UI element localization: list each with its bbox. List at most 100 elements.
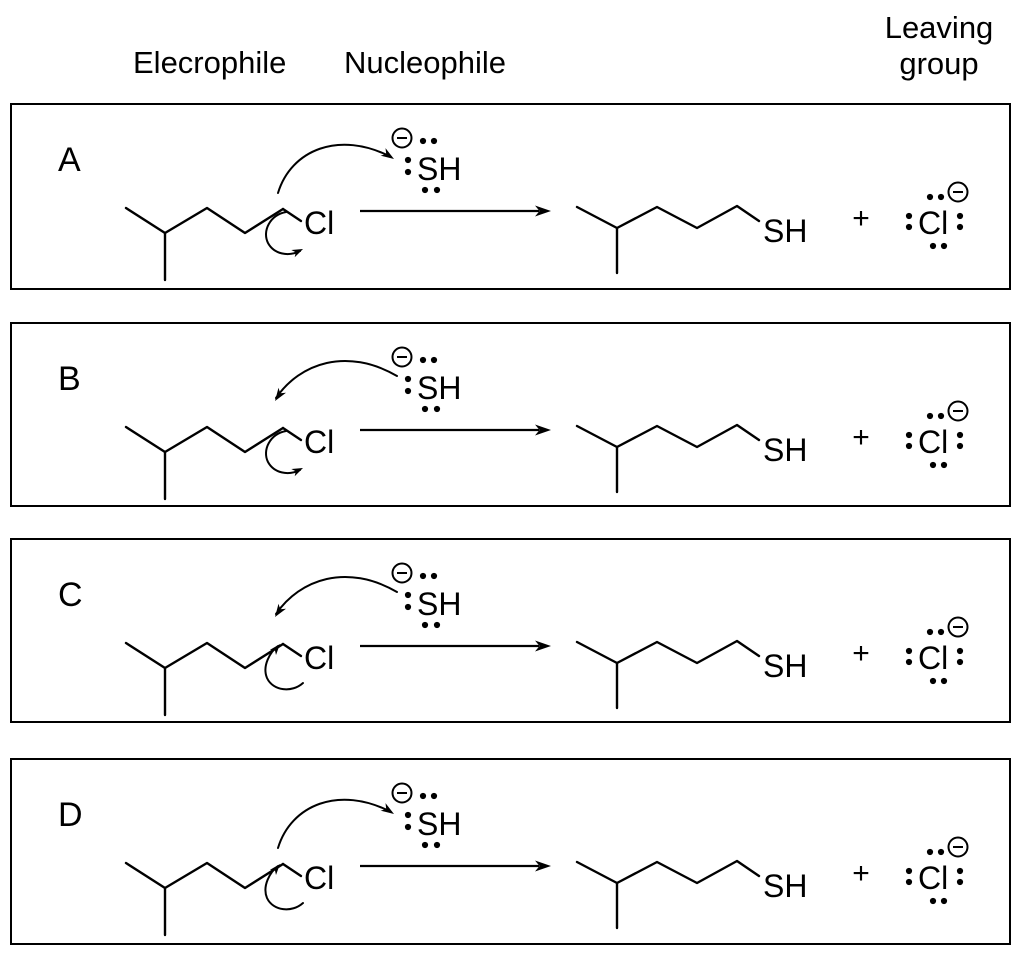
curved-arrow-nucleophile-head <box>275 603 286 617</box>
curved-arrow-nucleophile <box>277 143 392 194</box>
chloride-left-lone-pair <box>905 223 913 231</box>
chloride-right-lone-pair <box>956 431 964 439</box>
plus-sign: + <box>852 857 870 890</box>
curved-arrow-bond-head <box>291 468 303 477</box>
chloride-bottom-lone-pair <box>940 242 948 250</box>
carbon-chlorine-bond <box>281 862 303 878</box>
product-chain <box>575 423 761 449</box>
curved-arrow-bond-head <box>291 249 303 258</box>
chloride-left-lone-pair <box>905 442 913 450</box>
column-header-leaving-group: Leaving group <box>884 10 994 81</box>
chloride-right-lone-pair <box>956 878 964 886</box>
minus-charge-icon <box>391 782 413 804</box>
curved-arrow-nucleophile-head <box>380 803 394 814</box>
chloride-top-lone-pair <box>926 628 934 636</box>
minus-charge-icon <box>391 127 413 149</box>
answer-option-a[interactable]: A Cl SH SH + Cl <box>10 103 1011 290</box>
sulfur-top-lone-pair <box>419 792 427 800</box>
curved-arrow-nucleophile <box>277 798 392 849</box>
chlorine-label: Cl <box>304 640 334 676</box>
chloride-left-lone-pair <box>905 878 913 886</box>
electrophile-chain <box>124 641 285 670</box>
product-thiol-label: SH <box>763 648 807 684</box>
curved-arrow-bond <box>264 865 304 911</box>
curved-arrow-bond <box>264 645 304 691</box>
option-letter: D <box>58 796 83 834</box>
plus-sign: + <box>852 421 870 454</box>
option-letter: A <box>58 141 81 179</box>
chloride-left-lone-pair <box>905 431 913 439</box>
sulfur-left-lone-pair <box>404 603 412 611</box>
reaction-arrow-head <box>535 860 551 872</box>
chloride-label: Cl <box>918 640 948 676</box>
curved-arrow-nucleophile <box>275 360 398 399</box>
chloride-bottom-lone-pair <box>940 461 948 469</box>
column-header-electrophile: Elecrophile <box>133 45 287 80</box>
carbon-chlorine-bond <box>281 426 303 442</box>
chloride-right-lone-pair <box>956 223 964 231</box>
reaction-arrow-head <box>535 640 551 652</box>
sulfur-bottom-lone-pair <box>421 405 429 413</box>
sulfur-top-lone-pair <box>419 572 427 580</box>
product-chain <box>575 859 761 885</box>
chloride-top-lone-pair <box>937 628 945 636</box>
chloride-top-lone-pair <box>926 412 934 420</box>
column-header-nucleophile: Nucleophile <box>344 45 506 80</box>
chloride-bottom-lone-pair <box>929 461 937 469</box>
nucleophile-label: SH <box>417 586 461 622</box>
chloride-label: Cl <box>918 424 948 460</box>
chloride-bottom-lone-pair <box>929 897 937 905</box>
mechanism-drawing: A Cl SH SH + Cl <box>58 127 969 282</box>
minus-charge-icon <box>947 400 969 422</box>
chlorine-label: Cl <box>304 205 334 241</box>
product-chain <box>575 639 761 665</box>
chloride-right-lone-pair <box>956 442 964 450</box>
product-thiol-label: SH <box>763 432 807 468</box>
chloride-left-lone-pair <box>905 658 913 666</box>
sulfur-bottom-lone-pair <box>421 841 429 849</box>
sulfur-top-lone-pair <box>430 356 438 364</box>
curved-arrow-nucleophile-head <box>275 387 286 401</box>
carbon-chlorine-bond <box>281 207 303 223</box>
sulfur-left-lone-pair <box>404 823 412 831</box>
product-thiol-label: SH <box>763 868 807 904</box>
chloride-bottom-lone-pair <box>929 677 937 685</box>
sulfur-top-lone-pair <box>430 137 438 145</box>
option-letter: B <box>58 360 81 398</box>
nucleophile-label: SH <box>417 806 461 842</box>
chlorine-label: Cl <box>304 424 334 460</box>
product-thiol-label: SH <box>763 213 807 249</box>
curved-arrow-bond-head <box>269 864 280 875</box>
sulfur-top-lone-pair <box>419 137 427 145</box>
minus-charge-icon <box>947 836 969 858</box>
chloride-right-lone-pair <box>956 867 964 875</box>
product-chain <box>575 204 761 230</box>
nucleophile-label: SH <box>417 151 461 187</box>
chloride-top-lone-pair <box>937 193 945 201</box>
chloride-left-lone-pair <box>905 867 913 875</box>
sulfur-bottom-lone-pair <box>433 841 441 849</box>
chloride-right-lone-pair <box>956 212 964 220</box>
plus-sign: + <box>852 202 870 235</box>
sulfur-bottom-lone-pair <box>433 621 441 629</box>
carbon-chlorine-bond <box>281 642 303 658</box>
chloride-bottom-lone-pair <box>929 242 937 250</box>
chloride-label: Cl <box>918 205 948 241</box>
sulfur-bottom-lone-pair <box>433 186 441 194</box>
sulfur-bottom-lone-pair <box>421 621 429 629</box>
plus-sign: + <box>852 637 870 670</box>
sulfur-left-lone-pair <box>404 387 412 395</box>
minus-charge-icon <box>947 181 969 203</box>
curved-arrow-bond <box>265 211 301 256</box>
chloride-bottom-lone-pair <box>940 677 948 685</box>
chloride-left-lone-pair <box>905 212 913 220</box>
chloride-bottom-lone-pair <box>940 897 948 905</box>
chlorine-label: Cl <box>304 860 334 896</box>
sulfur-left-lone-pair <box>404 811 412 819</box>
